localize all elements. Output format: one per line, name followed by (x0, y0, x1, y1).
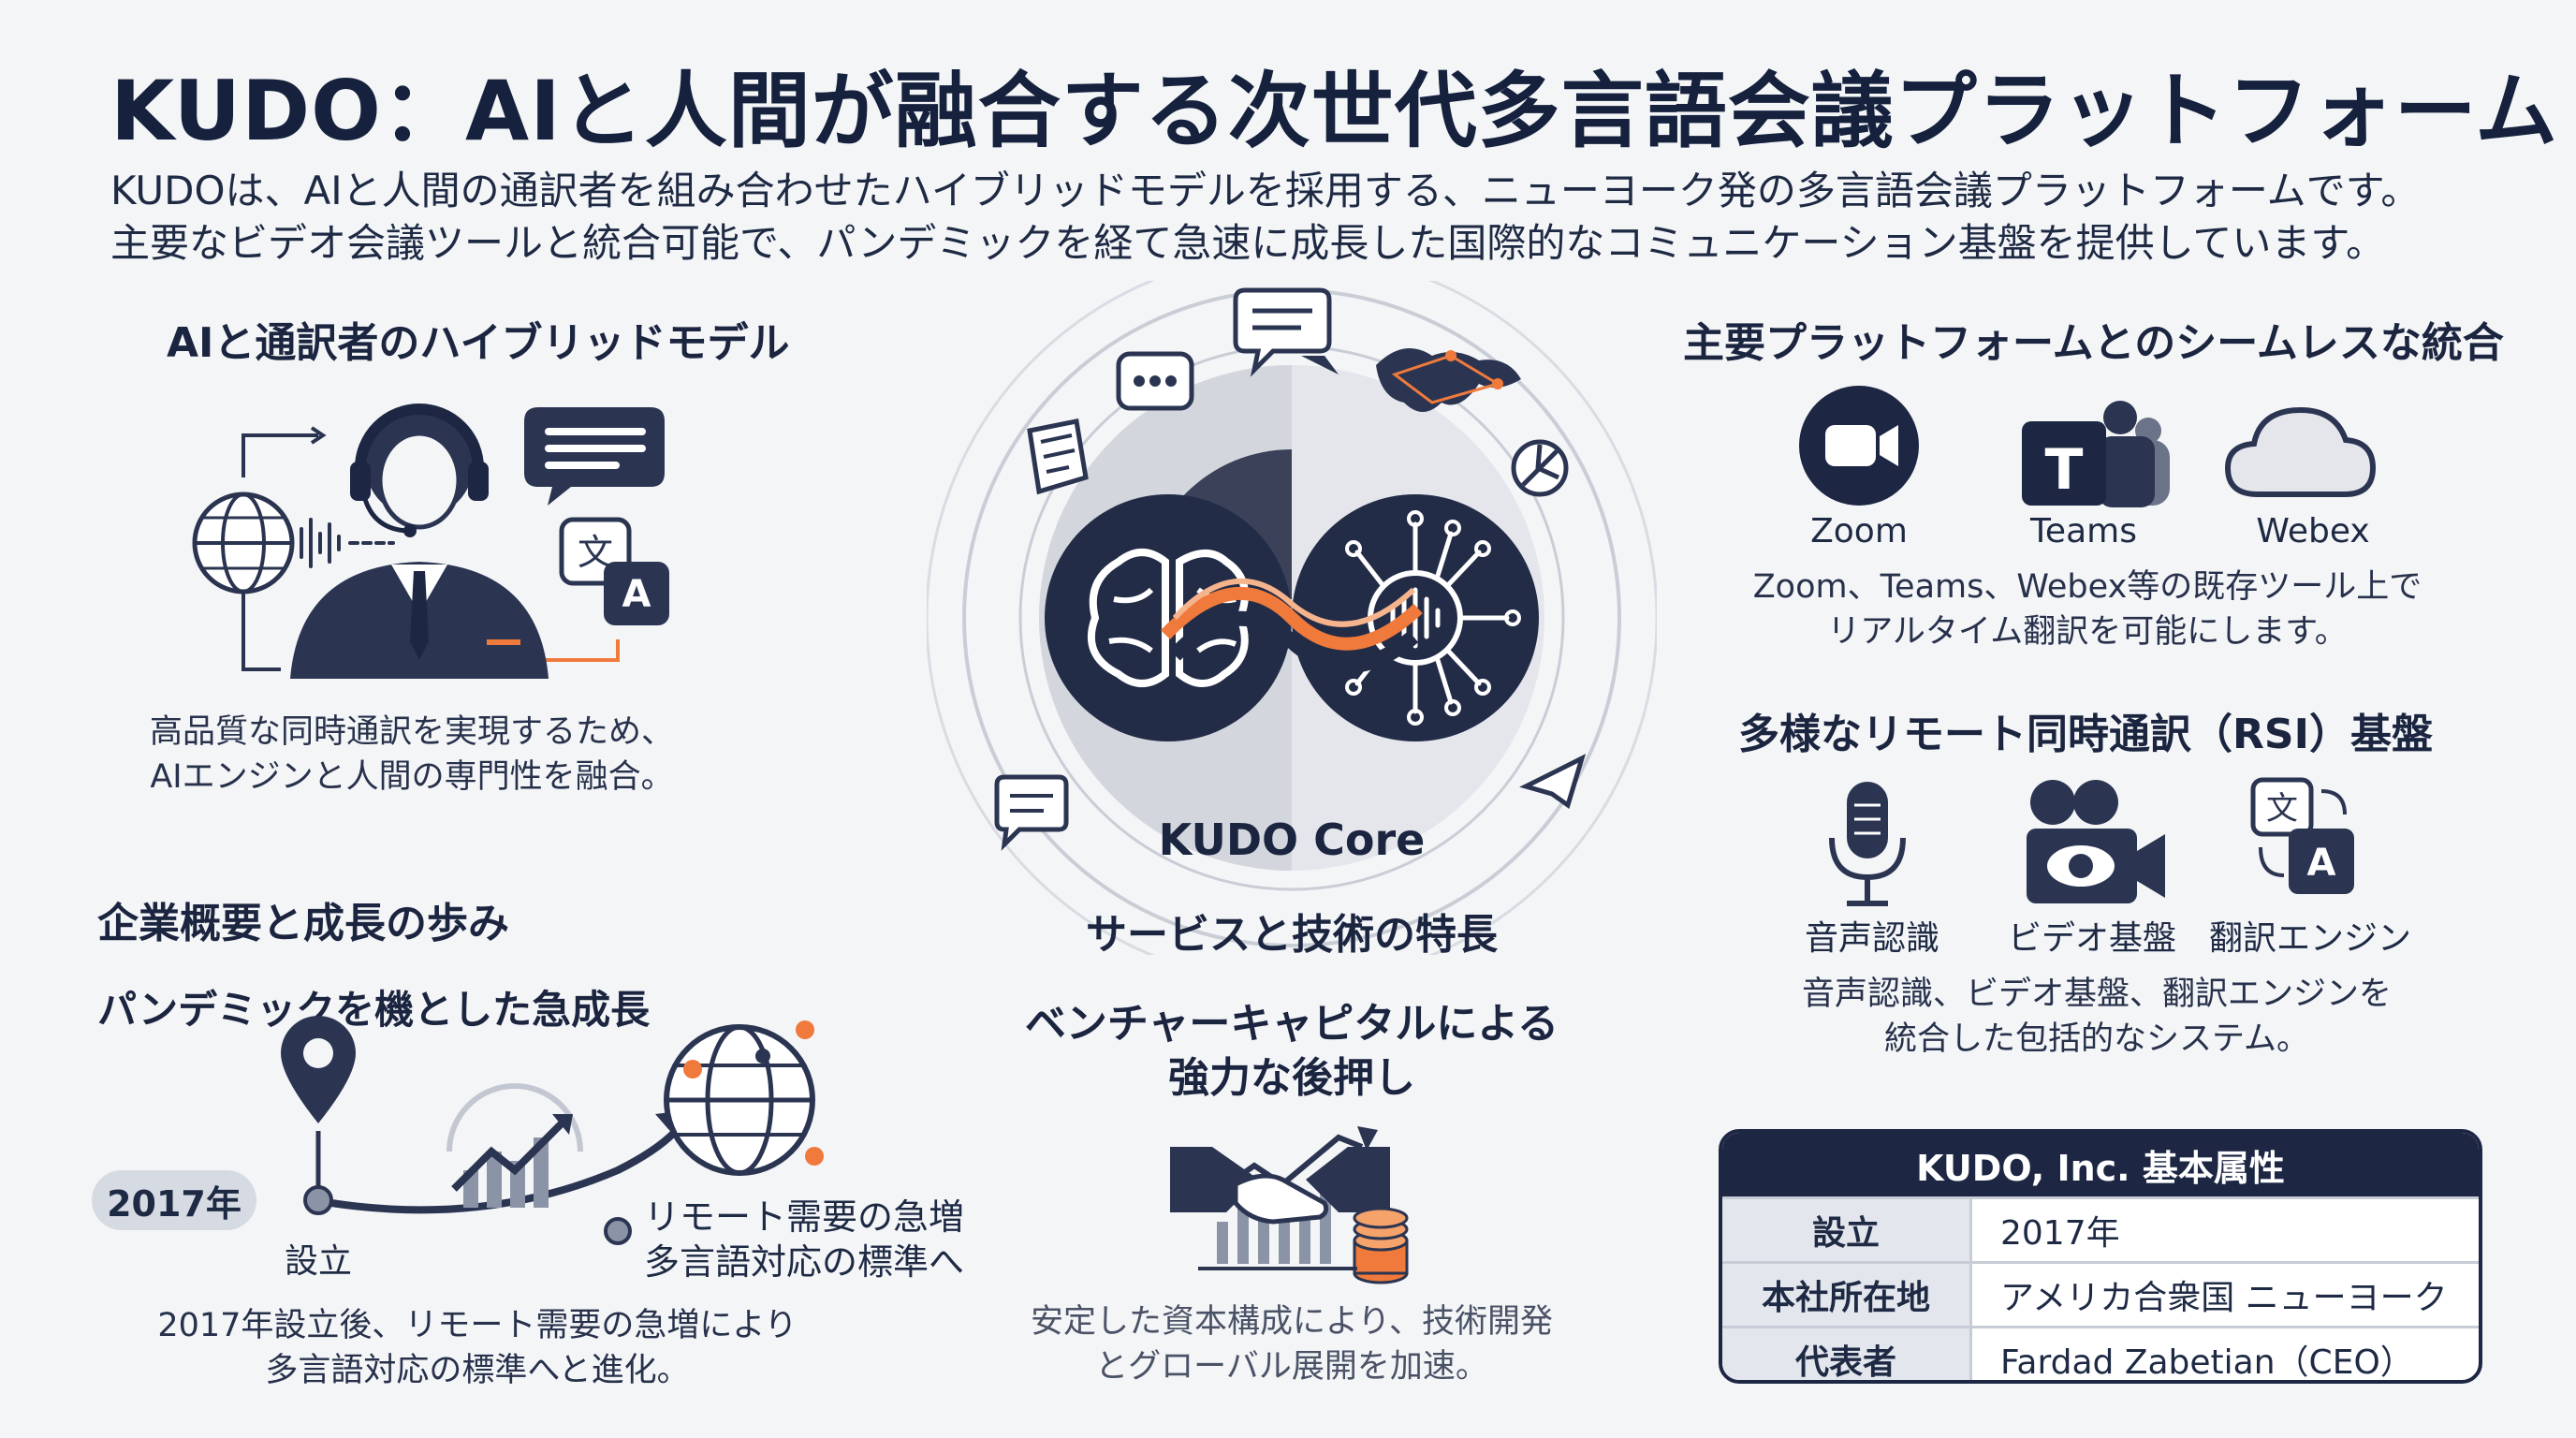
platform-teams-label: Teams (2030, 512, 2137, 550)
intro-line-1: KUDOは、AIと人間の通訳者を組み合わせたハイブリッドモデルを採用する、ニュー… (110, 168, 2421, 213)
document-icon (1027, 418, 1089, 495)
table-row: 代表者 Fardad Zabetian（CEO） (1722, 1326, 2479, 1382)
growth-chart-icon (446, 1083, 583, 1208)
company-caption-2: 多言語対応の標準へと進化。 (265, 1352, 690, 1389)
globe-icon (192, 492, 295, 594)
page-title: KUDO：AIと人間が融合する次世代多言語会議プラットフォーム (110, 63, 2559, 159)
paper-plane-icon (1519, 754, 1587, 810)
chat-icon (1233, 287, 1339, 377)
brain-icon (1045, 494, 1292, 741)
vc-caption-1: 安定した資本構成により、技術開発 (1031, 1303, 1553, 1341)
kudo-core-illustration (927, 281, 1657, 955)
svg-text:文: 文 (2266, 790, 2298, 828)
founded-year-pill: 2017年 (92, 1170, 256, 1230)
table-row-key: 設立 (1722, 1199, 1972, 1261)
ellipsis-chat-icon (1116, 351, 1194, 411)
rsi-icons: 文 A (1829, 777, 2354, 906)
demand-label-2: 多言語対応の標準へ (644, 1241, 965, 1283)
company-caption-1: 2017年設立後、リモート需要の急増により (157, 1307, 798, 1344)
company-info-table: KUDO, Inc. 基本属性 設立 2017年 本社所在地 アメリカ合衆国 ニ… (1719, 1129, 2482, 1384)
vc-heading-1: ベンチャーキャピタルによる (1024, 1000, 1559, 1048)
rsi-heading: 多様なリモート同時通訳（RSI）基盤 (1738, 711, 2433, 758)
svg-text:A: A (2307, 842, 2336, 885)
hybrid-caption-1: 高品質な同時通訳を実現するため、 (149, 713, 674, 751)
world-network-icon (1376, 348, 1521, 412)
integration-caption-1: Zoom、Teams、Webex等の既存ツール上で (1752, 568, 2422, 606)
zoom-icon (1799, 386, 1919, 506)
founded-label: 設立 (284, 1242, 352, 1281)
integration-caption-2: リアルタイム翻訳を可能にします。 (1827, 613, 2348, 651)
table-row-value: Fardad Zabetian（CEO） (2000, 1343, 2414, 1382)
message-icon (994, 774, 1069, 851)
table-row-value: 2017年 (2000, 1214, 2120, 1253)
intro-line-2: 主要なビデオ会議ツールと統合可能で、パンデミックを経て急速に成長した国際的なコミ… (110, 220, 2386, 266)
network-globe-icon (664, 1020, 824, 1176)
demand-label-1: リモート需要の急増 (644, 1196, 965, 1238)
company-subheading: パンデミックを機とした急成長 (97, 987, 651, 1033)
rsi-item-speech: 音声認識 (1804, 919, 1939, 958)
translate-icon: 文 A (559, 517, 669, 625)
rsi-item-video: ビデオ基盤 (2008, 919, 2177, 958)
vc-caption-2: とグローバル展開を加速。 (1095, 1348, 1488, 1386)
teams-icon: T (2022, 401, 2170, 507)
platform-zoom-label: Zoom (1810, 512, 1908, 550)
coin-stack-icon (1353, 1207, 1409, 1284)
company-info-table-title: KUDO, Inc. 基本属性 (1722, 1133, 2479, 1196)
handshake-icon (1170, 1147, 1390, 1225)
hybrid-heading: AIと通訳者のハイブリッドモデル (167, 319, 790, 367)
rsi-item-translation: 翻訳エンジン (2209, 919, 2412, 958)
platform-icons: T (1799, 386, 2377, 507)
hybrid-caption-2: AIエンジンと人間の専門性を融合。 (150, 758, 674, 796)
location-pin-icon (281, 1016, 356, 1123)
video-camera-icon (2027, 780, 2165, 903)
investment-illustration (1170, 1126, 1409, 1284)
table-row-key: 本社所在地 (1722, 1264, 1972, 1326)
integration-heading: 主要プラットフォームとのシームレスな統合 (1683, 319, 2504, 367)
microphone-icon (1829, 782, 1906, 906)
svg-text:A: A (622, 573, 651, 616)
growth-illustration (281, 1016, 824, 1245)
soundwave-icon (300, 518, 395, 568)
core-label: KUDO Core (1158, 814, 1426, 865)
table-row-key: 代表者 (1722, 1328, 1972, 1380)
table-row: 本社所在地 アメリカ合衆国 ニューヨーク (1722, 1261, 2479, 1326)
svg-text:T: T (2045, 437, 2084, 503)
table-row: 設立 2017年 (1722, 1196, 2479, 1261)
table-row-value: アメリカ合衆国 ニューヨーク (2000, 1279, 2448, 1317)
interpreter-icon (290, 404, 549, 679)
core-subtitle: サービスと技術の特長 (1086, 911, 1498, 959)
chat-bubble-icon (524, 407, 665, 506)
platform-webex-label: Webex (2256, 512, 2370, 550)
hybrid-illustration: 文 A (192, 404, 669, 679)
vc-heading-2: 強力な後押し (1168, 1054, 1415, 1102)
rsi-caption-2: 統合した包括的なシステム。 (1884, 1020, 2309, 1058)
webex-cloud-icon (2224, 406, 2377, 497)
company-heading: 企業概要と成長の歩み (97, 900, 509, 947)
translate-icon: 文 A (2250, 777, 2354, 894)
globe-plane-icon (1511, 439, 1569, 497)
rsi-caption-1: 音声認識、ビデオ基盤、翻訳エンジンを (1801, 976, 2392, 1013)
